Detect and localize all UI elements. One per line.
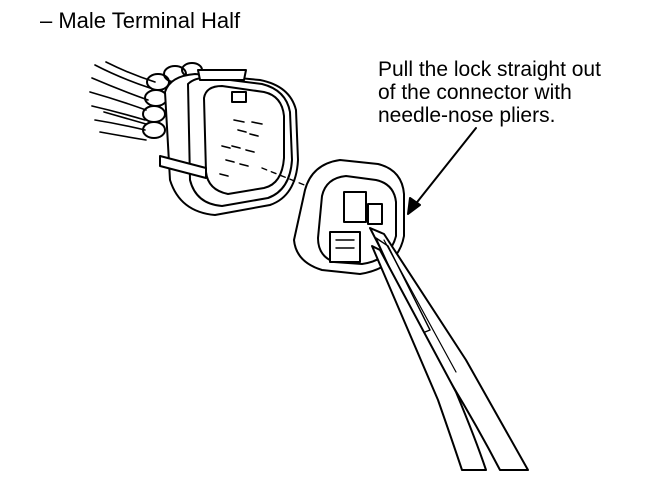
male-terminal-half [160, 70, 298, 215]
diagram-title: – Male Terminal Half [40, 8, 241, 33]
alignment-line [262, 168, 312, 188]
wire-harness [90, 62, 155, 140]
callout-line-2: of the connector with [378, 81, 572, 104]
terminal-lock [294, 160, 404, 274]
callout-leader-arrow [408, 128, 476, 214]
instruction-callout: Pull the lock straight out of the connec… [378, 58, 601, 127]
needle-nose-pliers [370, 228, 528, 470]
callout-line-3: needle-nose pliers. [378, 104, 556, 127]
callout-line-1: Pull the lock straight out [378, 58, 601, 81]
